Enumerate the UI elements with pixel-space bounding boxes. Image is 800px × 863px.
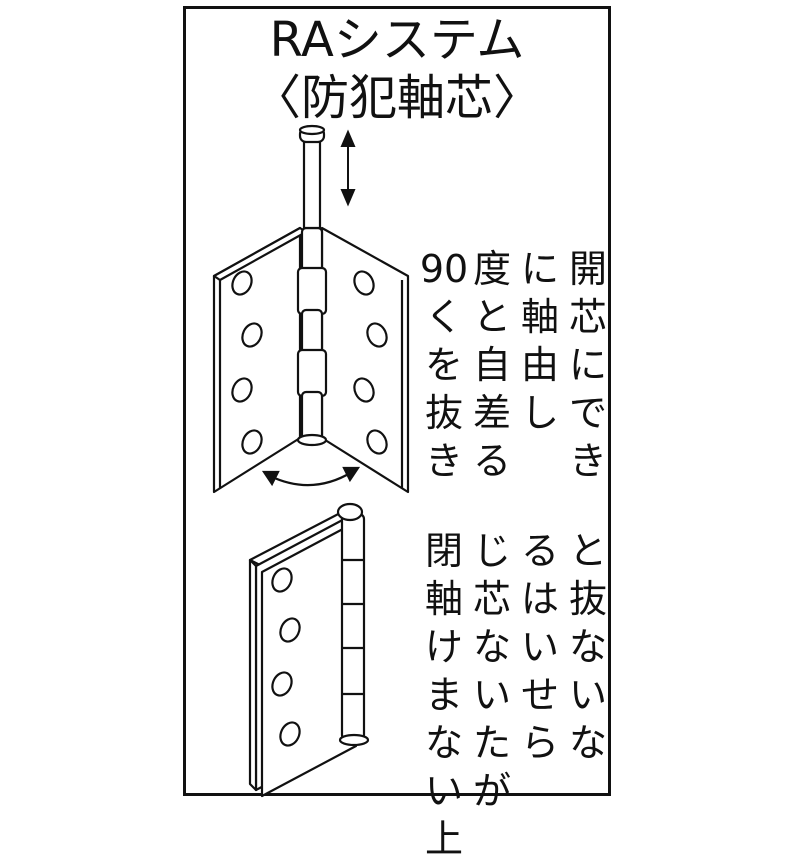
caption-char: な <box>568 625 607 669</box>
caption-char: 軸 <box>520 295 559 339</box>
caption-char: い <box>472 673 511 717</box>
caption-char: い <box>568 673 607 717</box>
rotation-arrow-icon <box>261 466 361 487</box>
text-block-2-column: るはいせら <box>516 527 564 863</box>
text-block-1-column: に軸由し <box>516 245 564 485</box>
caption-char: 開 <box>568 247 607 291</box>
text-block-2-column: じ芯ないたが <box>468 527 516 863</box>
caption-char: る <box>472 439 511 483</box>
caption-char: 抜 <box>424 391 463 435</box>
hinge-illustration <box>212 124 410 798</box>
closed-hinge-leaves <box>248 508 362 798</box>
caption-char: に <box>568 343 607 387</box>
caption-char: 90 <box>419 247 469 291</box>
caption-char: 自 <box>472 343 511 387</box>
caption-char: は <box>520 577 559 621</box>
open-hinge-right-leaf <box>320 226 410 494</box>
caption-char: た <box>472 721 511 765</box>
caption-char: 抜 <box>568 577 607 621</box>
caption-char: い <box>424 769 463 813</box>
caption-char: 芯 <box>568 295 607 339</box>
closed-state-caption: と抜ないなるはいせらじ芯ないたが閉軸けまない上 <box>420 527 612 863</box>
text-block-1-column: 度と自差る <box>468 245 516 485</box>
caption-char: 上 <box>424 817 463 861</box>
caption-char: な <box>424 721 463 765</box>
open-hinge-left-leaf <box>212 226 308 494</box>
caption-char: に <box>520 247 559 291</box>
caption-char: く <box>424 295 463 339</box>
caption-char: 軸 <box>424 577 463 621</box>
caption-char: で <box>568 391 607 435</box>
caption-char: と <box>472 295 511 339</box>
title-line-2: 〈防犯軸芯〉 <box>252 70 541 126</box>
removable-pin <box>298 124 326 230</box>
text-block-2-column: 閉軸けまない上 <box>420 527 468 863</box>
caption-char: じ <box>472 529 511 573</box>
caption-char: け <box>424 625 463 669</box>
caption-char: 度 <box>472 247 511 291</box>
title-line-1: RAシステム <box>269 12 525 68</box>
caption-char: が <box>472 769 511 813</box>
caption-char: 差 <box>472 391 511 435</box>
caption-char: 閉 <box>424 529 463 573</box>
caption-char: せ <box>520 673 559 717</box>
caption-char: る <box>520 529 559 573</box>
caption-char: を <box>424 343 463 387</box>
text-block-1-column: 開芯にでき <box>564 245 612 485</box>
caption-char: 芯 <box>472 577 511 621</box>
double-arrow-vertical-icon <box>340 129 356 207</box>
caption-char: と <box>568 529 607 573</box>
caption-char: な <box>472 625 511 669</box>
caption-char: ら <box>520 721 559 765</box>
caption-char: き <box>568 439 607 483</box>
caption-char: し <box>520 391 559 435</box>
closed-hinge-knuckles <box>336 502 370 747</box>
caption-char: 由 <box>520 343 559 387</box>
caption-char: ま <box>424 673 463 717</box>
caption-char: な <box>568 721 607 765</box>
open-hinge-knuckles <box>296 226 328 447</box>
caption-char: い <box>520 625 559 669</box>
caption-char: き <box>424 439 463 483</box>
text-block-2-column: と抜ないな <box>564 527 612 863</box>
